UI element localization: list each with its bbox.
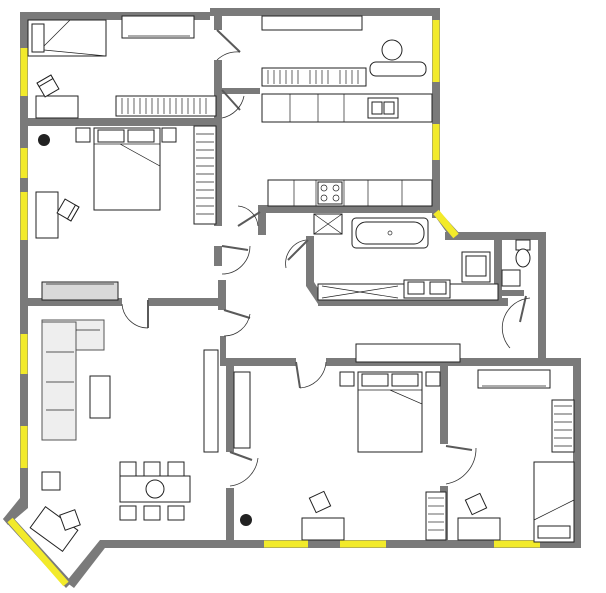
window-bay bbox=[7, 517, 69, 587]
wall-bedroom1-bottom bbox=[20, 118, 222, 126]
wall-living-right-b bbox=[226, 488, 234, 544]
sofa-corner bbox=[41, 321, 77, 441]
kitchen-shelf bbox=[261, 15, 363, 31]
wall-bedroom-divider-a bbox=[440, 358, 448, 444]
counter-top bbox=[261, 93, 433, 123]
wall-bedroom2-bottom-b bbox=[148, 298, 224, 306]
wall-toilet-bottom bbox=[500, 290, 524, 296]
washing-basket bbox=[381, 39, 403, 61]
wall-kitchen-stub bbox=[220, 88, 260, 94]
desk-left bbox=[35, 191, 59, 239]
bedroom-top-left bbox=[27, 15, 217, 119]
wall-top-left bbox=[20, 12, 210, 20]
bedroom-right bbox=[457, 369, 575, 543]
wall-hall-bottom bbox=[226, 358, 296, 366]
ironing-board bbox=[369, 61, 427, 77]
nightstand-center-left bbox=[339, 371, 355, 387]
desk bbox=[35, 95, 79, 119]
wall-bath-right bbox=[494, 236, 502, 306]
coffee-table bbox=[89, 375, 111, 419]
pillow-left bbox=[97, 129, 125, 143]
wardrobe-hangers-3 bbox=[425, 491, 447, 541]
kitchen bbox=[261, 15, 433, 207]
wall-spine-b bbox=[214, 60, 222, 226]
desk-right bbox=[457, 517, 501, 541]
desk-chair-right bbox=[464, 492, 488, 516]
bay-chair bbox=[59, 509, 81, 531]
nightstand-left bbox=[75, 127, 91, 143]
windows bbox=[7, 20, 540, 587]
desk-chair bbox=[36, 74, 60, 98]
nightstand-right bbox=[161, 127, 177, 143]
plant-icon-living bbox=[240, 514, 252, 526]
wardrobe-top bbox=[121, 15, 195, 39]
pillow-right bbox=[127, 129, 155, 143]
wall-notch-right bbox=[538, 358, 580, 366]
armchair-small bbox=[41, 471, 61, 491]
toilet-sink bbox=[501, 269, 521, 287]
cabinet bbox=[233, 371, 251, 449]
dining-set bbox=[119, 461, 191, 521]
toilet bbox=[501, 239, 531, 287]
doors bbox=[121, 29, 531, 487]
table-centerpiece bbox=[145, 479, 165, 499]
bathroom bbox=[313, 213, 499, 301]
wall-right-upper bbox=[432, 8, 440, 218]
wall-bath-left bbox=[306, 236, 324, 304]
wall-bath-bottom bbox=[318, 298, 508, 306]
tv-unit bbox=[203, 349, 219, 453]
wall-toilet-right bbox=[538, 232, 546, 364]
window-diagonal bbox=[433, 209, 459, 239]
toilet-bowl bbox=[515, 248, 531, 268]
cooktop bbox=[317, 181, 343, 205]
wall-top-right bbox=[210, 8, 440, 16]
living-dining-room bbox=[29, 319, 252, 552]
pillow-center-right bbox=[391, 373, 419, 387]
wall-living-right-a bbox=[226, 362, 234, 452]
wall-hall-stub-b bbox=[220, 336, 226, 366]
wardrobe-hangers-4 bbox=[551, 399, 575, 453]
wall-spine-a bbox=[214, 12, 222, 30]
dresser bbox=[41, 281, 119, 301]
dresser-right bbox=[477, 369, 551, 389]
plant-icon bbox=[38, 134, 50, 146]
wardrobe-hangers-1 bbox=[115, 95, 217, 117]
wall-bedroom4-top bbox=[444, 358, 544, 366]
desk-chair-center bbox=[308, 490, 332, 514]
wall-bedroom2-bottom-a bbox=[20, 298, 122, 306]
wall-right-lower bbox=[573, 358, 581, 548]
wall-left bbox=[20, 12, 28, 500]
wall-diag-bl-bottom bbox=[66, 540, 108, 588]
wardrobe-hangers-2 bbox=[193, 125, 217, 225]
nightstand-center-right bbox=[425, 371, 441, 387]
counter-bottom bbox=[267, 179, 433, 207]
wall-kitchen-bottom-stub bbox=[258, 205, 266, 235]
bed-pillow bbox=[31, 23, 45, 53]
bedroom-center bbox=[301, 343, 461, 541]
headboard-shelf bbox=[355, 343, 461, 363]
wall-kitchen-bottom bbox=[258, 205, 434, 213]
bedroom-left bbox=[35, 125, 217, 301]
hangers-1 bbox=[121, 98, 207, 114]
pillow-right-bed bbox=[537, 525, 571, 539]
pillow-center-left bbox=[361, 373, 389, 387]
desk-chair-left bbox=[56, 198, 80, 222]
wall-hall-stub-a bbox=[218, 280, 226, 310]
wine-rack bbox=[261, 67, 367, 87]
wall-spine-c bbox=[214, 246, 222, 266]
desk-center bbox=[301, 517, 345, 541]
